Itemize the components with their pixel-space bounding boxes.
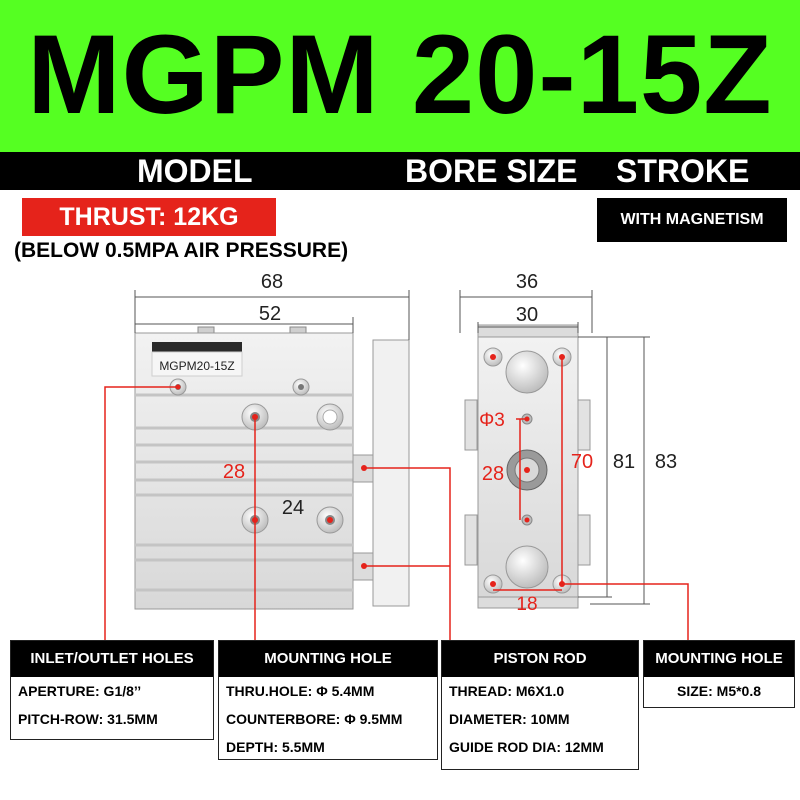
bore-size-label: BORE SIZE [405, 153, 578, 189]
inlet-outlet-title: INLET/OUTLET HOLES [11, 641, 213, 677]
mount-depth: DEPTH: 5.5MM [226, 739, 325, 755]
mounting-hole-size-spec-box: MOUNTING HOLE SIZE: M5*0.8 [643, 640, 795, 708]
piston-thread: THREAD: M6X1.0 [449, 683, 565, 699]
dim-port-spacing: 28 [223, 461, 245, 483]
magnetism-badge: WITH MAGNETISM [597, 198, 787, 242]
pressure-note: (BELOW 0.5MPA AIR PRESSURE) [14, 239, 349, 262]
part-label: MGPM20-15Z [159, 359, 234, 373]
title-banner [0, 0, 800, 152]
inlet-pitch-row: PITCH-ROW: 31.5MM [18, 711, 158, 727]
dim-body-length: 52 [259, 303, 281, 325]
dim-height: 83 [655, 451, 677, 473]
mount-thru-hole: THRU.HOLE: Φ 5.4MM [226, 683, 375, 699]
dim-hole-pitch: 70 [571, 451, 593, 473]
model-title: MGPM 20-15Z [27, 12, 773, 137]
end-view: 36 30 81 83 Φ3 28 70 18 [459, 271, 689, 640]
mounting-hole-spec-box: MOUNTING HOLE THRU.HOLE: Φ 5.4MM COUNTER… [218, 640, 438, 760]
dim-overall-length: 68 [261, 271, 283, 293]
end-plate [372, 339, 410, 607]
thrust-badge: THRUST: 12KG [22, 198, 276, 236]
label-bar [0, 152, 800, 190]
piston-guide-rod-dia: GUIDE ROD DIA: 12MM [449, 739, 604, 755]
inlet-outlet-spec-box: INLET/OUTLET HOLES APERTURE: G1/8’’ PITC… [10, 640, 214, 740]
stroke-label: STROKE [616, 153, 750, 189]
dim-center: 28 [482, 463, 504, 485]
dim-hole-spacing: 24 [282, 497, 304, 519]
cylinder-body [134, 332, 354, 610]
mount-size: SIZE: M5*0.8 [676, 683, 762, 699]
model-label: MODEL [137, 153, 253, 189]
inlet-aperture: APERTURE: G1/8’’ [18, 683, 142, 699]
mount-counterbore: COUNTERBORE: Φ 9.5MM [226, 711, 403, 727]
dim-inner-width: 30 [516, 304, 538, 326]
piston-diameter: DIAMETER: 10MM [449, 711, 570, 727]
mounting-hole-size-title: MOUNTING HOLE [644, 641, 794, 677]
dim-height-inner: 81 [613, 451, 635, 473]
dim-rod-hole: Φ3 [479, 410, 505, 431]
dim-width: 36 [516, 271, 538, 293]
mounting-hole-title: MOUNTING HOLE [219, 641, 437, 677]
piston-rod-title: PISTON ROD [442, 641, 638, 677]
piston-rod-spec-box: PISTON ROD THREAD: M6X1.0 DIAMETER: 10MM… [441, 640, 639, 770]
dim-bottom: 18 [516, 594, 537, 615]
side-view: MGPM20-15Z 68 52 [104, 271, 451, 640]
